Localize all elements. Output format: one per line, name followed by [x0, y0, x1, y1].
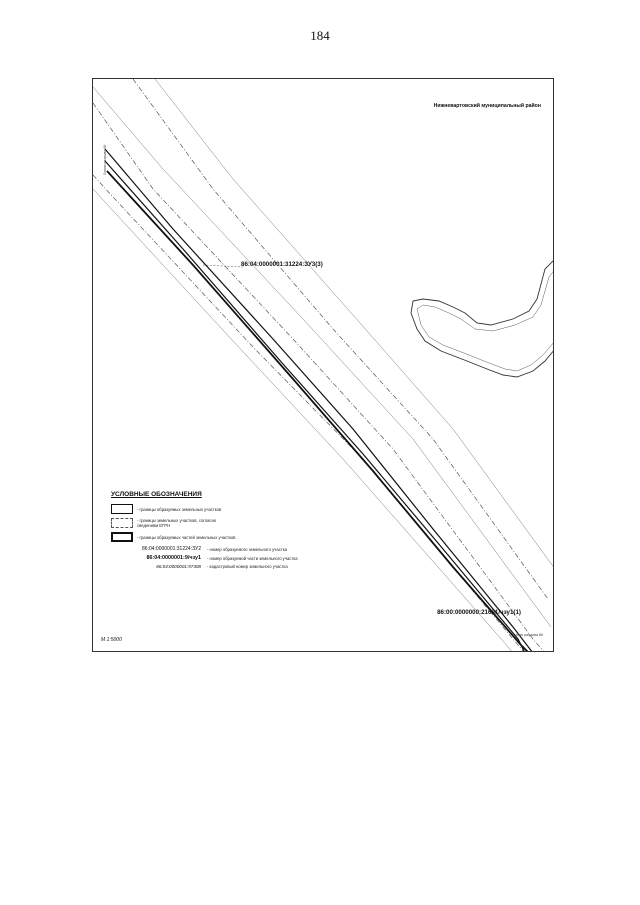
legend-code: 86:04:0000001:9/чзу1 [146, 555, 201, 561]
map-canvas [93, 79, 553, 651]
legend-desc: - границы земельных участков, согласно с… [137, 518, 217, 528]
legend-swatch-thick [111, 532, 133, 542]
legend-desc: - границы образуемых земельных участков [137, 506, 222, 512]
legend-code-row: 86:04:0000001:97308 - кадастровый номер … [111, 564, 351, 569]
egrn-boundary-2 [132, 79, 549, 600]
legend-desc: - номер образуемой части земельного учас… [207, 555, 298, 561]
parcel-boundary-2 [104, 160, 525, 651]
edge-label-left: Линия разрыва 66 [103, 144, 107, 175]
region-label: Нижневартовский муниципальный район [433, 103, 541, 109]
legend-title: УСЛОВНЫЕ ОБОЗНАЧЕНИЯ [111, 491, 202, 498]
parallel-line-1 [93, 86, 552, 628]
parcel-label-bottom: 86:00:0000000:21691/чзу1(1) [437, 609, 521, 616]
parcel-boundary-1 [104, 148, 533, 651]
legend-code: 86:04:0000001:97308 [156, 564, 201, 569]
scale-label: М 1:5000 [101, 637, 122, 643]
egrn-boundary-1 [93, 102, 544, 651]
legend-desc: - номер образуемого земельного участка [207, 546, 287, 552]
legend: УСЛОВНЫЕ ОБОЗНАЧЕНИЯ - границы образуемы… [111, 491, 351, 569]
parcel-label-main: 86:04:0000001:31224:ЗУ3(3) [241, 261, 323, 268]
legend-swatch-dashed [111, 518, 133, 528]
page-number: 184 [310, 28, 330, 43]
parallel-line-3 [93, 188, 512, 651]
legend-row: - границы образуемых земельных участков [111, 504, 351, 514]
parcel-part-boundary [106, 170, 529, 651]
egrn-boundary-3 [93, 174, 524, 651]
legend-row: - границы земельных участков, согласно с… [111, 518, 351, 528]
map-frame: Нижневартовский муниципальный район 86:0… [92, 78, 554, 652]
parallel-line-2 [154, 79, 553, 567]
legend-desc: - кадастровый номер земельного участка [207, 564, 288, 569]
irregular-parcel-inner [416, 271, 553, 372]
legend-desc: - границы образуемых частей земельных уч… [137, 534, 236, 540]
legend-code-row: 86:04:0000001:31224:ЗУ2 - номер образуем… [111, 546, 351, 552]
legend-row: - границы образуемых частей земельных уч… [111, 532, 351, 542]
edge-label-bottom: Линия разрыва 66 [512, 633, 543, 637]
legend-code-row: 86:04:0000001:9/чзу1 - номер образуемой … [111, 555, 351, 561]
label-leader [202, 264, 244, 268]
irregular-parcel-outline [410, 260, 553, 378]
legend-code: 86:04:0000001:31224:ЗУ2 [142, 546, 201, 552]
legend-swatch-solid [111, 504, 133, 514]
